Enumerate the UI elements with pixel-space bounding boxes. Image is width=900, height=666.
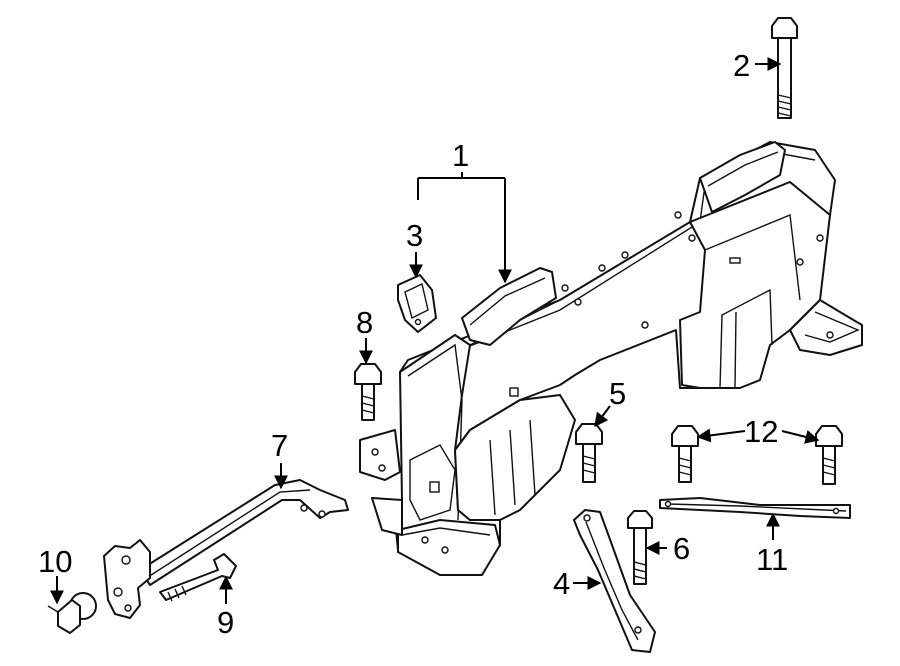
callout-labels: 1 2 3 4 5 6 7 8 9 10 11 12 bbox=[38, 48, 788, 640]
callout-6: 6 bbox=[673, 531, 690, 566]
callout-8: 8 bbox=[356, 305, 373, 340]
support-bracket-part[interactable] bbox=[103, 479, 349, 619]
bolt-12a-part[interactable] bbox=[671, 425, 699, 483]
callout-10: 10 bbox=[38, 544, 72, 579]
callout-5: 5 bbox=[609, 376, 626, 411]
bolt-8-part[interactable] bbox=[354, 363, 382, 421]
callout-2: 2 bbox=[733, 48, 750, 83]
callout-11: 11 bbox=[756, 542, 788, 577]
bolt-9-part[interactable] bbox=[159, 553, 237, 602]
bolt-12b-part[interactable] bbox=[815, 425, 843, 485]
clip-part[interactable] bbox=[397, 274, 437, 333]
callout-1: 1 bbox=[452, 138, 469, 173]
long-bolt-part[interactable] bbox=[771, 17, 798, 119]
callout-3: 3 bbox=[406, 218, 423, 253]
callout-7: 7 bbox=[271, 428, 288, 463]
callout-9: 9 bbox=[217, 605, 234, 640]
plug-part[interactable] bbox=[47, 592, 97, 634]
bolt-6-part[interactable] bbox=[627, 510, 653, 585]
callout-4: 4 bbox=[553, 566, 570, 601]
bolt-5-part[interactable] bbox=[575, 423, 603, 483]
callout-12: 12 bbox=[744, 414, 778, 449]
leader-lines bbox=[50, 57, 820, 605]
flat-bar-part[interactable] bbox=[659, 497, 851, 519]
frame-carrier-part[interactable] bbox=[359, 141, 863, 576]
brace-part[interactable] bbox=[573, 509, 656, 653]
